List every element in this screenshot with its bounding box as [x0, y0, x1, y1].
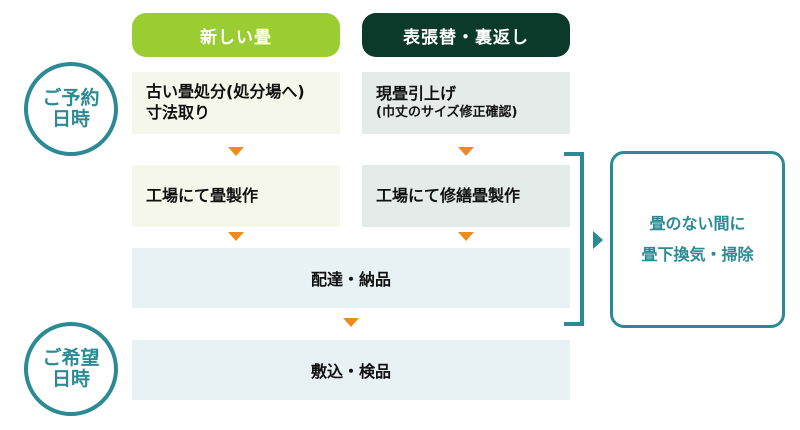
recover-header: 表張替・裏返し	[362, 13, 570, 57]
ventilation-note: 畳のない間に 畳下換気・掃除	[610, 151, 785, 328]
recover-step-lift-line2: (巾丈のサイズ修正確認)	[376, 104, 518, 120]
reservation-datetime-circle: ご予約 日時	[24, 62, 118, 156]
arrow-down-icon	[228, 147, 244, 156]
desired-datetime-circle: ご希望 日時	[24, 322, 118, 416]
new-step-manufacture: 工場にて畳製作	[132, 165, 340, 227]
arrow-down-icon	[228, 232, 244, 241]
desired-line2: 日時	[51, 368, 90, 390]
desired-line1: ご希望	[42, 347, 100, 370]
new-step-survey-line2: 寸法取り	[146, 103, 211, 122]
ventilation-note-line1: 畳のない間に	[649, 214, 746, 234]
arrow-down-icon	[458, 147, 474, 156]
new-step-survey-line1: 古い畳処分(処分場へ)	[146, 82, 305, 102]
delivery-step: 配達・納品	[132, 248, 570, 308]
arrow-down-icon	[458, 232, 474, 241]
install-step-label: 敷込・検品	[310, 362, 391, 381]
ventilation-note-line2: 畳下換気・掃除	[641, 244, 754, 264]
recover-step-repair: 工場にて修繕畳製作	[362, 165, 570, 227]
arrow-right-icon	[593, 231, 603, 249]
install-step: 敷込・検品	[132, 340, 570, 400]
bracket	[564, 152, 584, 326]
reservation-line1: ご予約	[42, 87, 100, 110]
new-step-manufacture-label: 工場にて畳製作	[146, 185, 259, 205]
recover-step-lift-line1: 現畳引上げ	[376, 84, 457, 104]
recover-step-repair-label: 工場にて修繕畳製作	[376, 185, 521, 205]
arrow-down-icon	[343, 318, 359, 327]
reservation-line2: 日時	[51, 108, 90, 130]
new-step-survey: 古い畳処分(処分場へ) 寸法取り	[132, 72, 340, 134]
new-tatami-header: 新しい畳	[132, 13, 340, 57]
delivery-step-label: 配達・納品	[310, 270, 391, 289]
recover-step-lift: 現畳引上げ (巾丈のサイズ修正確認)	[362, 72, 570, 134]
